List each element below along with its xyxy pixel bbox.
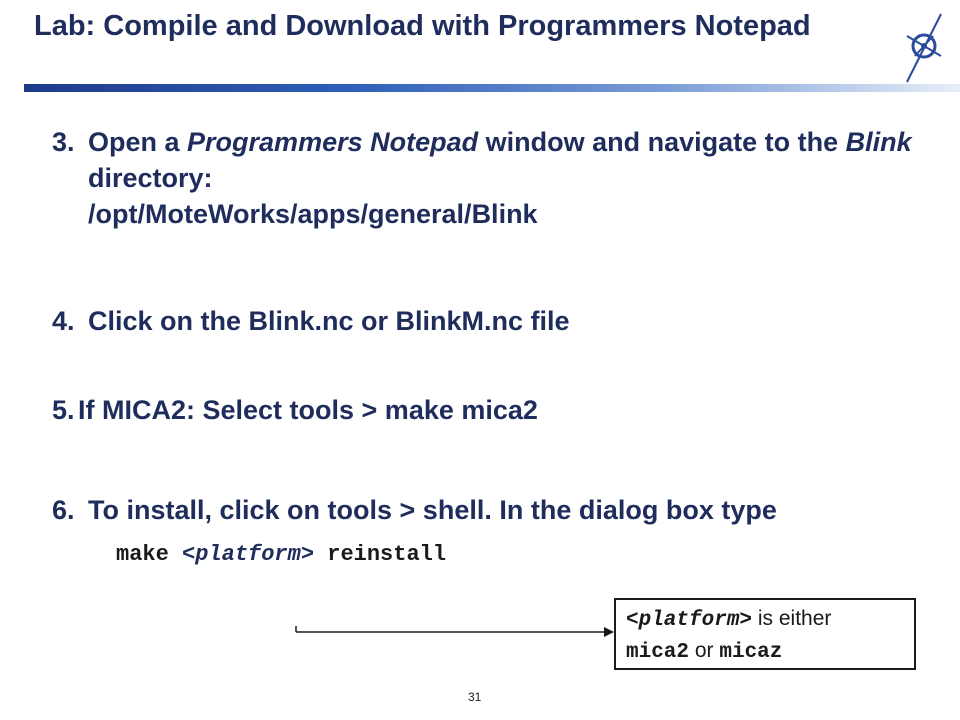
step-text: If MICA2: Select tools > make mica2	[78, 395, 538, 425]
directory-name: Blink	[845, 127, 912, 157]
install-command: make <platform> reinstall	[116, 542, 446, 567]
slide-title: Lab: Compile and Download with Programme…	[34, 10, 811, 42]
step-text-part: Open a	[88, 127, 188, 157]
step-number: 5.	[52, 395, 75, 425]
step-text: Click on the Blink.nc or BlinkM.nc file	[88, 306, 570, 336]
pointer-arrow	[295, 626, 614, 637]
app-name: Programmers Notepad	[187, 127, 479, 157]
directory-path: /opt/MoteWorks/apps/general/Blink	[88, 199, 538, 229]
step-number: 4.	[52, 306, 75, 336]
note-text: is either	[752, 607, 832, 630]
step-text: To install, click on tools > shell. In t…	[88, 495, 777, 525]
platform-option: mica2	[626, 641, 690, 664]
step-number: 3.	[52, 127, 75, 157]
command-part: make	[116, 542, 183, 567]
page-number: 31	[468, 690, 482, 704]
step-number: 6.	[52, 495, 75, 525]
title-accent-bar	[24, 84, 960, 92]
compass-icon	[906, 13, 942, 83]
platform-note: <platform> is either mica2 or micaz	[614, 598, 916, 670]
step-text-part: window and navigate to the	[478, 127, 846, 157]
platform-option: micaz	[719, 641, 783, 664]
step-text: Open a Programmers Notepad window and na…	[88, 124, 928, 232]
note-text: or	[689, 639, 720, 662]
command-part: reinstall	[314, 542, 447, 567]
step-text-part: directory:	[88, 163, 213, 193]
note-placeholder: <platform>	[626, 609, 753, 632]
command-placeholder: <platform>	[182, 542, 315, 567]
